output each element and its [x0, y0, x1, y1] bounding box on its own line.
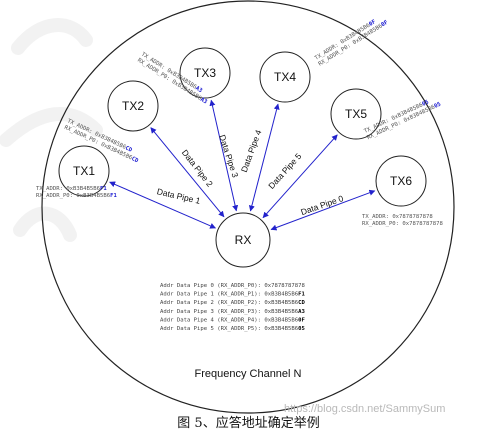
data-pipe-arrow-tx4 — [248, 103, 280, 212]
node-circle-rx — [215, 212, 271, 268]
node-label-tx5: TX5 — [345, 107, 367, 121]
address-table-row: Addr Data Pipe 1 (RX_ADDR_P1): 0xB3B4B5B… — [160, 292, 305, 298]
address-line: RX_ADDR_P0: 0x7878787878 — [362, 221, 443, 227]
node-circle-tx4 — [259, 51, 311, 103]
address-table-row: Addr Data Pipe 5 (RX_ADDR_P5): 0xB3B4B5B… — [160, 326, 305, 332]
address-line: RX_ADDR_P0: 0xB3B4B5B60F — [318, 19, 390, 67]
data-pipe-arrow-tx2 — [150, 127, 225, 218]
data-pipe-arrow-tx3 — [209, 99, 239, 212]
node-circle-tx1 — [58, 145, 110, 197]
data-pipe-label-tx4: Data Pipe 4 — [239, 128, 264, 173]
node-label-tx6: TX6 — [390, 174, 412, 188]
channel-label: Frequency Channel N — [194, 368, 301, 380]
data-pipe-label-tx5: Data Pipe 5 — [266, 151, 303, 191]
background-watermark-strokes — [0, 18, 103, 242]
address-table-row: Addr Data Pipe 3 (RX_ADDR_P3): 0xB3B4B5B… — [160, 309, 305, 315]
address-line: TX_ADDR: 0xB3B4B5B6F1 — [36, 186, 107, 192]
node-label-tx1: TX1 — [73, 164, 95, 178]
url-watermark: https://blog.csdn.net/SammySum — [284, 403, 446, 415]
address-line: TX_ADDR: 0x7878787878 — [362, 214, 433, 220]
figure-caption: 图 5、应答地址确定举例 — [177, 416, 320, 431]
data-pipe-label-tx6: Data Pipe 0 — [299, 193, 345, 217]
rx-address-table: Addr Data Pipe 0 (RX_ADDR_P0): 0x7878787… — [160, 283, 305, 332]
data-pipe-arrow-tx6 — [270, 189, 376, 231]
node-label-tx4: TX4 — [274, 70, 296, 84]
node-circle-tx3 — [179, 47, 231, 99]
address-table-row: Addr Data Pipe 4 (RX_ADDR_P4): 0xB3B4B5B… — [160, 317, 305, 323]
node-circle-tx5 — [330, 88, 382, 140]
data-pipe-label-tx1: Data Pipe 1 — [156, 186, 202, 206]
data-pipe-arrows — [109, 99, 376, 231]
address-table-row: Addr Data Pipe 2 (RX_ADDR_P2): 0xB3B4B5B… — [160, 300, 305, 306]
frequency-channel-circle — [41, 0, 455, 414]
data-pipe-label-tx2: Data Pipe 2 — [180, 148, 215, 189]
node-label-tx2: TX2 — [122, 99, 144, 113]
node-label-rx: RX — [235, 233, 252, 247]
address-line: RX_ADDR_P0: 0xB3B4B5B6F1 — [36, 193, 117, 199]
node-circle-tx2 — [107, 80, 159, 132]
node-label-tx3: TX3 — [194, 66, 216, 80]
node-circle-tx6 — [375, 155, 427, 207]
data-pipe-label-tx3: Data Pipe 3 — [217, 133, 240, 179]
address-table-row: Addr Data Pipe 0 (RX_ADDR_P0): 0x7878787… — [160, 283, 305, 289]
